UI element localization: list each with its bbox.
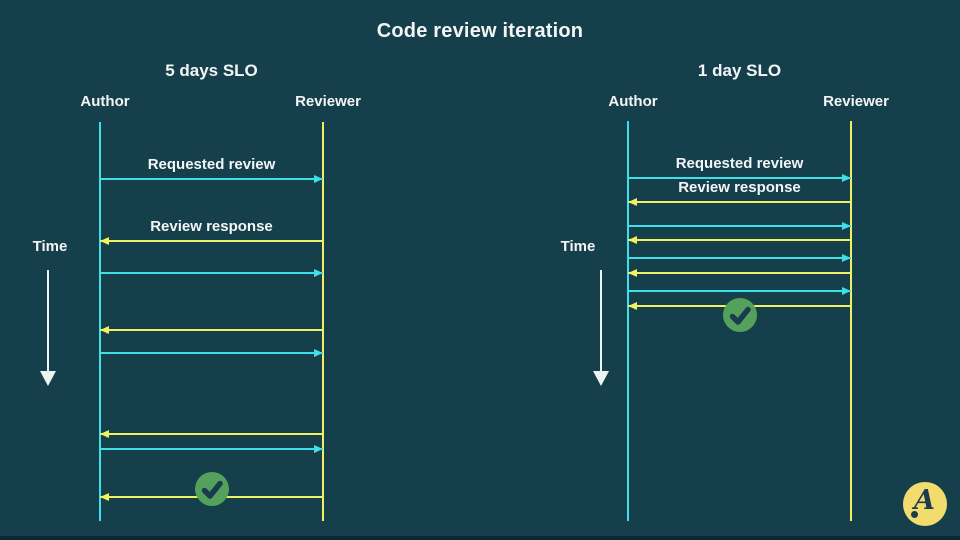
lifeline-author-left xyxy=(99,122,101,521)
message-label-right-2: Review response xyxy=(678,179,801,196)
message-line-left-1 xyxy=(100,178,323,180)
approved-check-icon-left xyxy=(195,472,229,506)
message-line-right-3 xyxy=(628,225,851,227)
actor-label-reviewer-right: Reviewer xyxy=(823,93,889,110)
message-arrowhead-left-1 xyxy=(314,175,323,183)
lifeline-reviewer-right xyxy=(850,121,852,521)
time-axis-arrow-shaft-left xyxy=(47,270,49,371)
message-line-left-5 xyxy=(100,352,323,354)
time-axis-arrow-shaft-right xyxy=(600,270,602,371)
slide-title: Code review iteration xyxy=(376,20,584,42)
brand-logo: A xyxy=(903,482,947,526)
message-arrowhead-right-5 xyxy=(842,254,851,262)
message-line-left-3 xyxy=(100,272,323,274)
message-line-right-7 xyxy=(628,290,851,292)
message-arrowhead-right-2 xyxy=(628,198,637,206)
message-label-right-1: Requested review xyxy=(675,155,804,172)
time-axis-label-left: Time xyxy=(32,238,68,255)
message-arrowhead-right-6 xyxy=(628,269,637,277)
actor-label-author-right: Author xyxy=(608,93,658,110)
lifeline-reviewer-left xyxy=(322,122,324,521)
message-label-left-2: Review response xyxy=(150,218,273,235)
message-arrowhead-right-4 xyxy=(628,236,637,244)
message-line-left-6 xyxy=(100,433,323,435)
message-arrowhead-left-2 xyxy=(100,237,109,245)
message-arrowhead-left-3 xyxy=(314,269,323,277)
message-line-right-5 xyxy=(628,257,851,259)
message-label-left-1: Requested review xyxy=(147,156,276,173)
message-line-left-7 xyxy=(100,448,323,450)
message-line-left-4 xyxy=(100,329,323,331)
message-arrowhead-right-3 xyxy=(842,222,851,230)
brand-logo-letter: A xyxy=(914,485,935,516)
diagram-heading-left: 5 days SLO xyxy=(165,61,258,80)
message-arrowhead-right-8 xyxy=(628,302,637,310)
message-arrowhead-left-5 xyxy=(314,349,323,357)
actor-label-reviewer-left: Reviewer xyxy=(295,93,361,110)
actor-label-author-left: Author xyxy=(80,93,130,110)
time-axis-arrow-head-right xyxy=(593,371,609,386)
message-arrowhead-left-7 xyxy=(314,445,323,453)
approved-check-icon-right xyxy=(723,298,757,332)
message-arrowhead-right-7 xyxy=(842,287,851,295)
lifeline-author-right xyxy=(627,121,629,521)
time-axis-arrow-head-left xyxy=(40,371,56,386)
message-line-right-4 xyxy=(628,239,851,241)
message-arrowhead-right-1 xyxy=(842,174,851,182)
message-arrowhead-left-4 xyxy=(100,326,109,334)
diagram-heading-right: 1 day SLO xyxy=(697,61,782,80)
slide-bottom-edge xyxy=(0,536,960,540)
message-line-right-1 xyxy=(628,177,851,179)
message-arrowhead-left-6 xyxy=(100,430,109,438)
time-axis-label-right: Time xyxy=(560,238,596,255)
message-line-right-6 xyxy=(628,272,851,274)
message-line-right-2 xyxy=(628,201,851,203)
message-arrowhead-left-8 xyxy=(100,493,109,501)
brand-logo-dot xyxy=(911,511,918,518)
message-line-left-2 xyxy=(100,240,323,242)
